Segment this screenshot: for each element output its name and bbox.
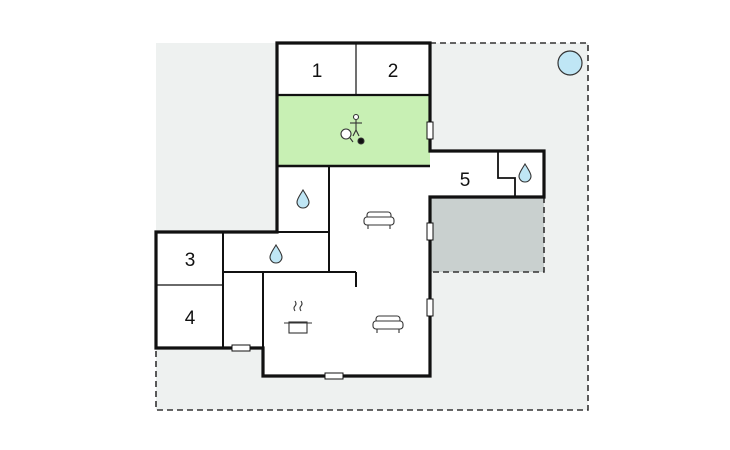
terrace [430, 197, 544, 272]
games-room [277, 95, 430, 166]
interior-walls [156, 43, 516, 348]
table-tennis-icon [340, 113, 365, 145]
pool-icon [557, 50, 583, 76]
room-label-5: 5 [460, 170, 471, 191]
terrace-boundary [430, 197, 545, 273]
sofa-icon [363, 211, 395, 229]
water-drop-icon [296, 188, 310, 209]
sofa-icon [372, 315, 404, 333]
room-label-1: 1 [312, 61, 323, 82]
windows [231, 121, 434, 380]
room-label-4: 4 [185, 308, 196, 329]
cooking-pot-icon [284, 300, 312, 334]
room-label-3: 3 [185, 250, 196, 271]
building-floor [156, 43, 544, 376]
water-drop-icon [518, 162, 532, 183]
plot-boundary [155, 42, 589, 411]
room-label-2: 2 [388, 61, 399, 82]
water-drop-icon [269, 243, 283, 264]
outer-walls [154, 41, 546, 378]
